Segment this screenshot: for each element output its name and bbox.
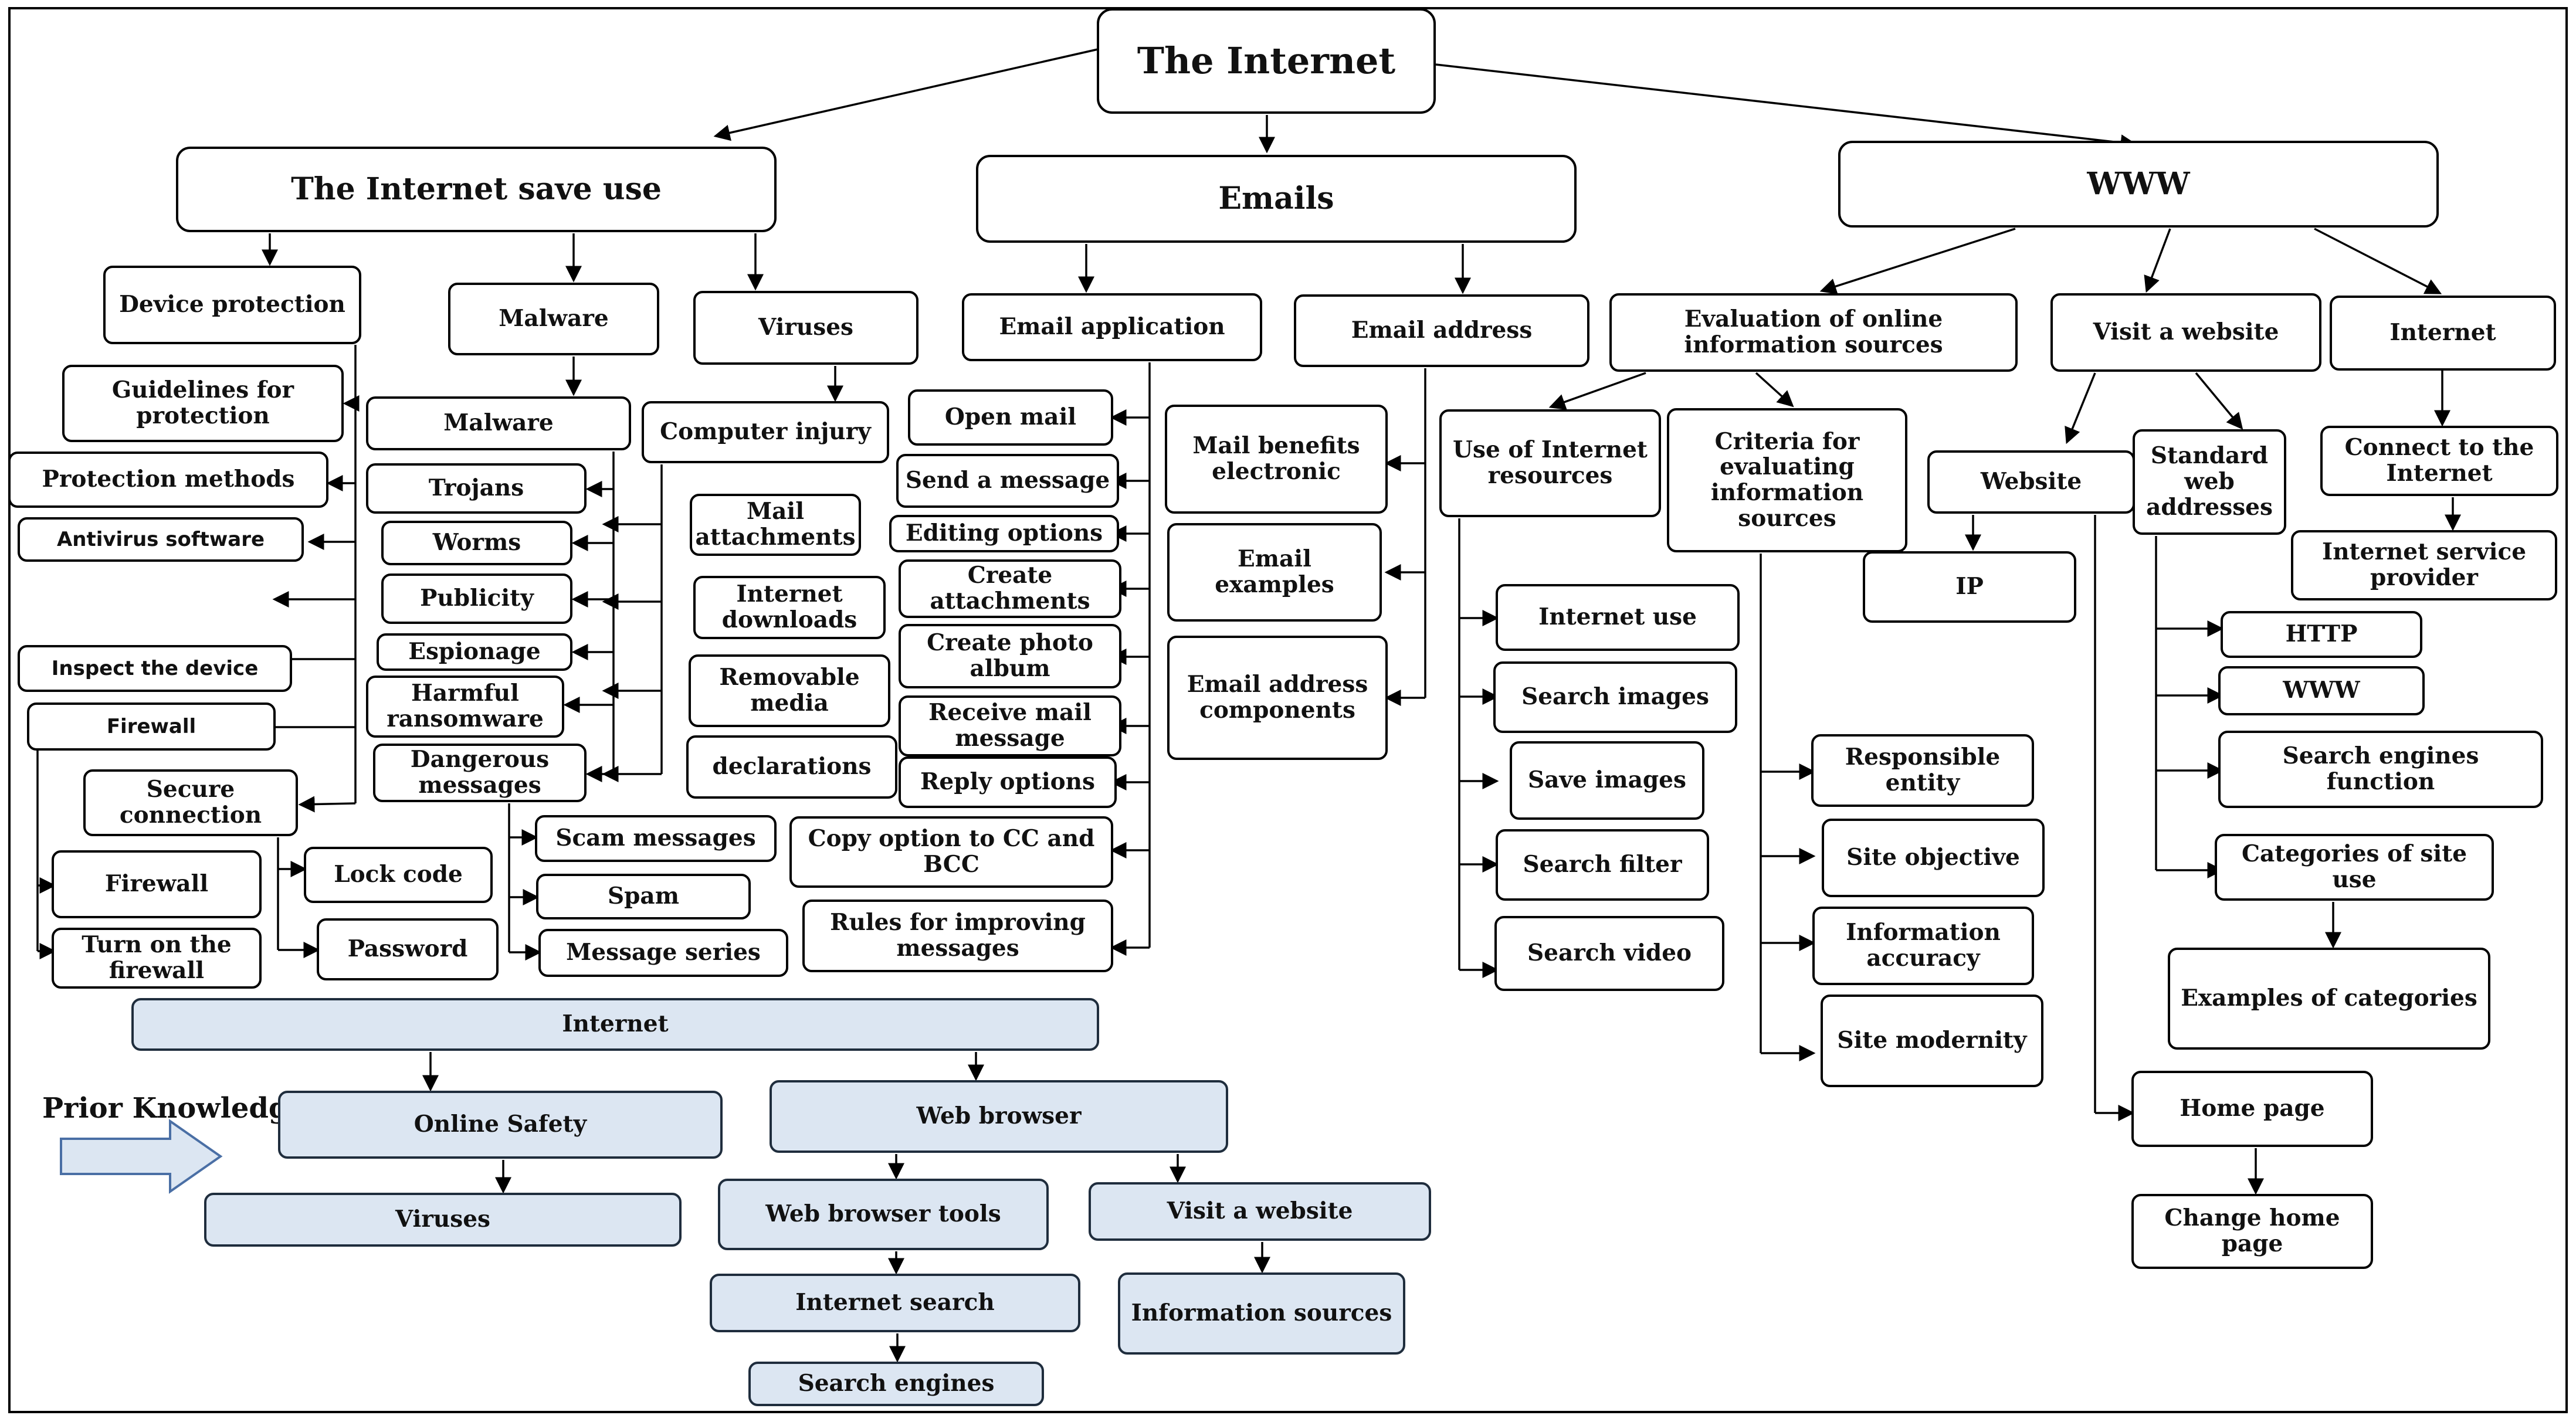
node-spam: Spam — [536, 874, 751, 919]
node-home-page: Home page — [2131, 1071, 2373, 1147]
node-email-address: Email address — [1294, 294, 1589, 367]
node-viruses: Viruses — [693, 291, 918, 365]
node-create-photo-album: Create photo album — [899, 624, 1121, 688]
node-site-modernity: Site modernity — [1821, 995, 2043, 1087]
node-internet-safe-use: The Internet save use — [176, 147, 777, 232]
node-firewall-main: Firewall — [27, 702, 276, 751]
node-evaluation-sources: Evaluation of online information sources — [1609, 293, 2018, 372]
node-internet-service-provider: Internet service provider — [2291, 530, 2557, 600]
node-removable-media: Removable media — [689, 654, 890, 727]
node-inspect-device: Inspect the device — [18, 645, 292, 692]
node-search-images: Search images — [1493, 661, 1737, 733]
node-email-application: Email application — [962, 293, 1262, 361]
node-examples-categories: Examples of categories — [2168, 948, 2490, 1050]
node-http: HTTP — [2221, 611, 2422, 658]
connector-arrow — [2314, 228, 2442, 294]
node-website: Website — [1927, 450, 2135, 514]
node-internet-www: Internet — [2330, 296, 2556, 371]
node-firewall-sub: Firewall — [52, 850, 262, 918]
node-trojans: Trojans — [366, 463, 587, 514]
prior-information-sources: Information sources — [1118, 1272, 1405, 1355]
prior-knowledge-block-arrow — [60, 1119, 223, 1194]
node-connect-internet: Connect to the Internet — [2320, 426, 2558, 496]
node-turn-on-firewall: Turn on the firewall — [52, 928, 262, 989]
node-the-internet: The Internet — [1097, 8, 1436, 114]
prior-search-engines: Search engines — [748, 1362, 1044, 1406]
node-dangerous-messages: Dangerous messages — [373, 744, 587, 802]
node-send-message: Send a message — [896, 454, 1119, 508]
node-search-filter: Search filter — [1496, 829, 1709, 901]
node-computer-injury: Computer injury — [642, 401, 889, 463]
node-information-accuracy: Information accuracy — [1812, 907, 2034, 985]
prior-web-browser-tools: Web browser tools — [718, 1179, 1049, 1250]
prior-online-safety: Online Safety — [278, 1091, 723, 1159]
node-rules-improving: Rules for improving messages — [802, 900, 1113, 972]
node-open-mail: Open mail — [908, 389, 1113, 446]
connector-arrow — [2144, 228, 2171, 293]
prior-internet-search: Internet search — [710, 1274, 1080, 1332]
node-worms: Worms — [381, 521, 572, 565]
node-lock-code: Lock code — [304, 847, 493, 903]
prior-knowledge-label: Prior Knowledge — [42, 1092, 307, 1125]
node-save-images: Save images — [1510, 741, 1704, 820]
connector-arrow — [2065, 372, 2096, 444]
prior-visit-website: Visit a website — [1089, 1182, 1431, 1241]
node-publicity: Publicity — [381, 573, 572, 624]
node-use-internet-resources: Use of Internet resources — [1439, 409, 1661, 517]
node-scam-messages: Scam messages — [535, 815, 777, 862]
node-visit-website: Visit a website — [2050, 293, 2321, 372]
node-mail-benefits: Mail benefits electronic — [1165, 405, 1388, 514]
node-email-address-components: Email address components — [1167, 636, 1388, 760]
node-espionage: Espionage — [377, 633, 572, 671]
node-responsible-entity: Responsible entity — [1811, 734, 2034, 807]
node-criteria-evaluating: Criteria for evaluating information sour… — [1667, 408, 1907, 552]
node-site-objective: Site objective — [1822, 819, 2045, 897]
node-www: WWW — [1838, 141, 2439, 228]
node-standard-web-addresses: Standard web addresses — [2133, 429, 2286, 535]
node-www-address: WWW — [2218, 666, 2425, 715]
node-create-attachments: Create attachments — [899, 559, 1121, 618]
node-reply-options: Reply options — [899, 756, 1117, 808]
node-guidelines-protection: Guidelines for protection — [62, 365, 344, 442]
node-message-series: Message series — [538, 929, 788, 977]
node-internet-downloads: Internet downloads — [693, 576, 886, 639]
node-internet-use: Internet use — [1496, 584, 1740, 651]
connector-arrow — [298, 796, 356, 813]
node-harmful-ransomware: Harmful ransomware — [366, 676, 564, 738]
node-receive-mail: Receive mail message — [899, 695, 1121, 756]
node-malware-sub: Malware — [366, 396, 631, 450]
connector-arrow — [1819, 228, 2016, 294]
node-search-video: Search video — [1494, 916, 1724, 991]
connector-arrow — [1755, 372, 1794, 408]
node-ip: IP — [1863, 551, 2076, 623]
node-email-examples: Email examples — [1167, 523, 1382, 622]
prior-internet: Internet — [131, 998, 1099, 1051]
prior-viruses: Viruses — [204, 1193, 682, 1247]
connector-arrow — [1548, 372, 1646, 410]
node-search-engines-function: Search engines function — [2218, 731, 2543, 808]
node-antivirus-software: Antivirus software — [18, 517, 304, 562]
node-password: Password — [317, 918, 499, 980]
node-secure-connection: Secure connection — [83, 769, 298, 836]
node-change-home-page: Change home page — [2131, 1194, 2373, 1269]
connector-arrow — [2195, 372, 2243, 430]
node-emails: Emails — [976, 155, 1577, 243]
node-mail-attachments: Mail attachments — [690, 494, 861, 556]
connector-arrow — [1435, 63, 2137, 151]
prior-web-browser: Web browser — [770, 1080, 1228, 1153]
node-copy-cc-bcc: Copy option to CC and BCC — [789, 816, 1113, 888]
node-protection-methods: Protection methods — [8, 452, 328, 508]
node-editing-options: Editing options — [889, 515, 1119, 552]
node-device-protection: Device protection — [103, 266, 361, 344]
node-categories-site-use: Categories of site use — [2215, 834, 2494, 901]
node-declarations: declarations — [686, 735, 897, 799]
connector-arrow — [713, 48, 1099, 141]
node-malware: Malware — [448, 283, 659, 355]
